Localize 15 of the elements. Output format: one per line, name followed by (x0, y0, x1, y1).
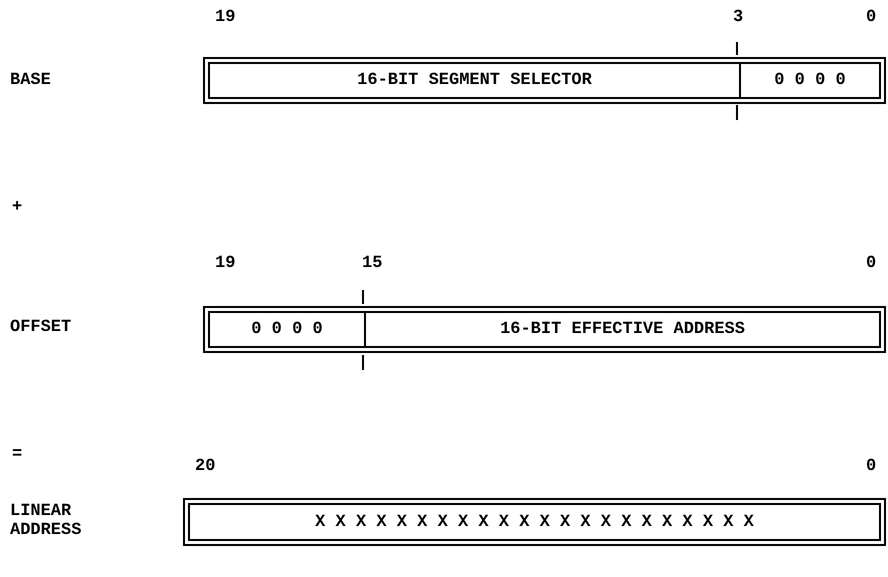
bit-number: 3 (733, 8, 744, 27)
row-label: LINEAR ADDRESS (10, 502, 82, 540)
bit-number: 19 (215, 254, 236, 273)
bit-number: 0 (866, 8, 876, 27)
operator-sign: + (12, 198, 22, 217)
bit-field: X X X X X X X X X X X X X X X X X X X X X X (190, 505, 879, 539)
bit-number: 0 (866, 457, 876, 476)
row-label: BASE (10, 71, 52, 90)
bit-number: 15 (362, 254, 382, 273)
bit-number: 20 (195, 457, 216, 476)
register-box (183, 498, 886, 546)
bit-number: 0 (866, 254, 876, 273)
operator-sign: = (12, 445, 22, 464)
row-label: OFFSET (10, 318, 72, 337)
bit-number: 19 (215, 8, 236, 27)
